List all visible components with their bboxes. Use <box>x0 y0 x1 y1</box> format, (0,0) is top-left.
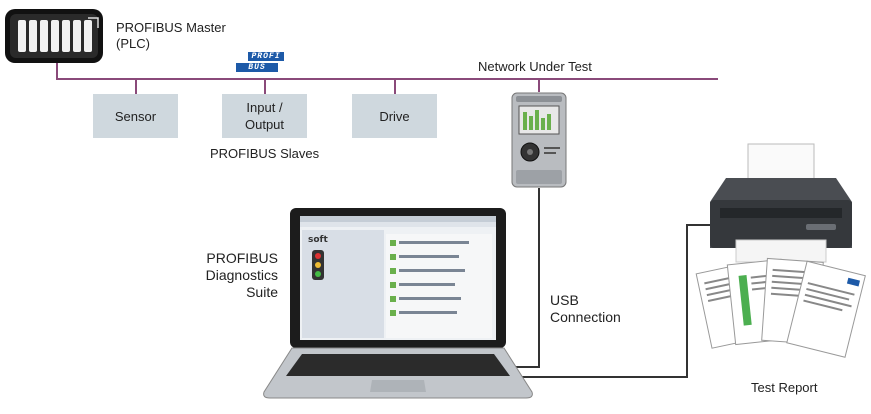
drive-drop-line <box>394 78 396 94</box>
software-label-line3: Suite <box>246 284 278 300</box>
slaves-group-label: PROFIBUS Slaves <box>210 146 320 161</box>
profibus-logo-top: PROFI <box>248 52 284 61</box>
profibus-logo-bottom: BUS <box>236 63 278 72</box>
master-drop-line <box>56 62 58 79</box>
sensor-box: Sensor <box>93 94 178 138</box>
network-label: Network Under Test <box>478 59 592 74</box>
network-bus-line <box>56 78 718 80</box>
tester-drop-line <box>538 78 540 92</box>
usb-label-line1: USB <box>550 292 579 308</box>
io-box-line2: Output <box>244 117 285 132</box>
usb-label-line2: Connection <box>550 309 621 325</box>
io-box-line1: Input / <box>246 100 283 115</box>
usb-cable-horizontal <box>500 366 540 368</box>
drive-box: Drive <box>352 94 437 138</box>
sensor-drop-line <box>135 78 137 94</box>
plc-master-label: PROFIBUS Master (PLC) <box>116 20 226 52</box>
usb-label: USB Connection <box>550 292 621 326</box>
software-label-line2: Diagnostics <box>205 267 278 283</box>
usb-cable-vertical <box>538 188 540 366</box>
io-box: Input / Output <box>222 94 307 138</box>
software-label: PROFIBUS Diagnostics Suite <box>180 250 278 301</box>
software-label-line1: PROFIBUS <box>206 250 278 266</box>
plc-master-label-line1: PROFIBUS Master <box>116 20 226 35</box>
printer-cable-vertical <box>686 224 688 376</box>
svg-text:soft: soft <box>308 235 328 245</box>
plc-master-label-line2: (PLC) <box>116 36 150 51</box>
test-report-icon <box>695 257 866 358</box>
printer-icon <box>710 143 852 263</box>
test-report-label: Test Report <box>751 380 818 395</box>
laptop-icon: soft <box>263 208 533 399</box>
io-drop-line <box>264 78 266 94</box>
plc-master-icon <box>5 9 103 63</box>
handheld-tester-icon <box>511 92 567 188</box>
printer-cable-bottom <box>520 376 688 378</box>
profibus-logo: PROFI BUS <box>236 52 290 74</box>
printer-cable-top <box>686 224 716 226</box>
